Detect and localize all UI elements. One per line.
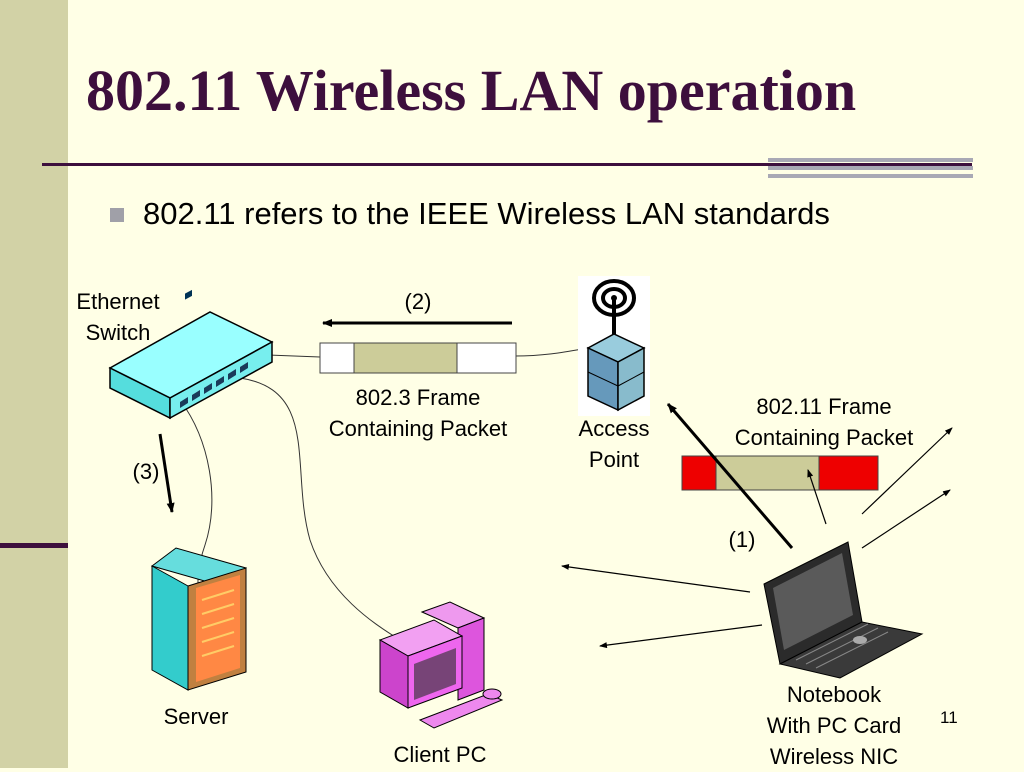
bullet-marker bbox=[110, 208, 124, 222]
cable-switch-to-client bbox=[239, 377, 401, 641]
step-1-label: (1) bbox=[728, 527, 756, 552]
server-icon bbox=[150, 547, 248, 691]
divider-stripe bbox=[768, 166, 973, 170]
client-pc-icon bbox=[378, 601, 504, 729]
wifi-frame-label-line: 802.11 Frame bbox=[756, 394, 892, 419]
switch-label: Ethernet Switch bbox=[68, 286, 168, 348]
wifi-frame bbox=[681, 455, 879, 491]
switch-label-line: Switch bbox=[85, 320, 151, 345]
access-point-icon bbox=[578, 276, 650, 416]
broadcast-rays bbox=[561, 427, 953, 649]
sidebar-accent bbox=[0, 543, 68, 548]
access-point-label-line: Point bbox=[588, 447, 640, 472]
cable-switch-to-server bbox=[179, 399, 213, 601]
client-pc-label: Client PC bbox=[393, 742, 487, 767]
access-point-label-line: Access bbox=[578, 416, 650, 441]
notebook-label-line: Wireless NIC bbox=[769, 744, 899, 769]
ethernet-frame bbox=[319, 342, 517, 374]
switch-label-line: Ethernet bbox=[76, 289, 160, 314]
step-2-label: (2) bbox=[404, 289, 432, 314]
wifi-frame-label: 802.11 Frame Containing Packet bbox=[714, 391, 934, 453]
access-point-label: Access Point bbox=[562, 413, 666, 475]
notebook-icon bbox=[763, 541, 924, 679]
arrow-step-3 bbox=[158, 433, 175, 513]
step-3-label: (3) bbox=[132, 459, 160, 484]
ethernet-switch-icon bbox=[108, 289, 274, 420]
server-label: Server bbox=[163, 704, 229, 729]
notebook-label: Notebook With PC Card Wireless NIC bbox=[742, 679, 926, 772]
notebook-label-line: With PC Card bbox=[766, 713, 902, 738]
title-divider bbox=[42, 163, 972, 166]
divider-stripe bbox=[768, 158, 973, 162]
page-number: 11 bbox=[940, 708, 958, 727]
wifi-frame-label-line: Containing Packet bbox=[734, 425, 914, 450]
divider-stripe bbox=[768, 174, 973, 178]
ethernet-frame-label-line: Containing Packet bbox=[328, 416, 508, 441]
arrow-step-1 bbox=[666, 403, 794, 549]
sidebar-strip bbox=[0, 0, 68, 768]
cables bbox=[179, 347, 589, 641]
bullet-text: 802.11 refers to the IEEE Wireless LAN s… bbox=[143, 196, 830, 231]
page-title: 802.11 Wireless LAN operation bbox=[86, 58, 857, 123]
ethernet-frame-label: 802.3 Frame Containing Packet bbox=[308, 382, 528, 444]
ethernet-frame-label-line: 802.3 Frame bbox=[355, 385, 481, 410]
notebook-label-line: Notebook bbox=[786, 682, 882, 707]
